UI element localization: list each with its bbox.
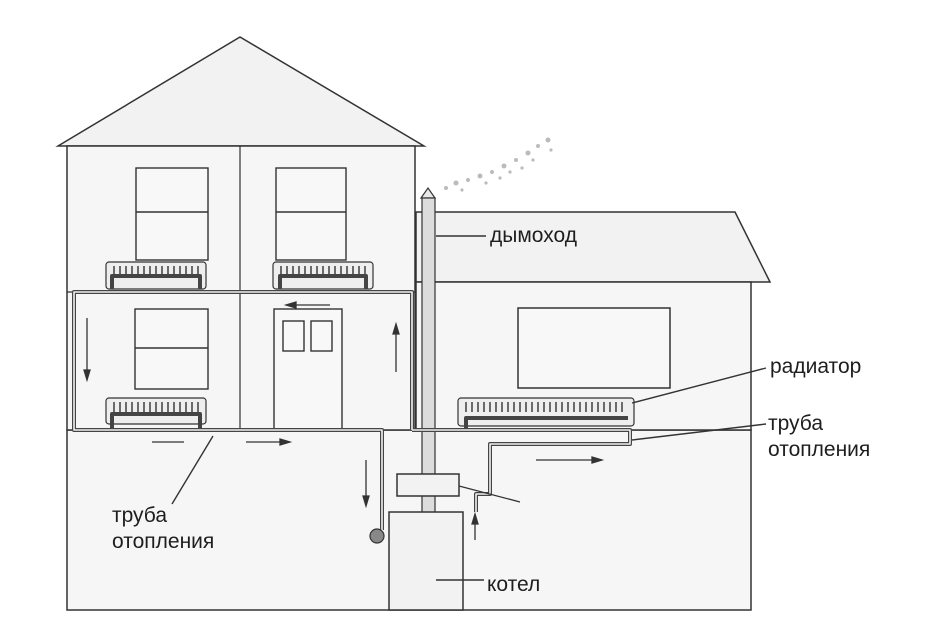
chimney-pipe xyxy=(421,197,436,517)
heating-pipe-label-right: труба отопления xyxy=(768,411,870,463)
chimney-cap xyxy=(419,186,437,199)
radiator-label: радиатор xyxy=(770,355,862,378)
heating-pipe-label-right-line2: отопления xyxy=(768,438,871,461)
main-roof xyxy=(55,36,427,147)
window-lower-left xyxy=(134,308,209,390)
heating-pipe-label-left: труба отопления xyxy=(112,503,214,555)
expansion-tank xyxy=(396,473,460,497)
heating-pipe-label-left-line2: отопления xyxy=(112,530,215,553)
flow-arrows xyxy=(83,301,605,540)
chimney-smoke xyxy=(444,137,553,192)
radiator-leader-line xyxy=(631,367,767,404)
heating-pipe-label-left-line1: труба xyxy=(112,504,168,527)
annex-window xyxy=(517,307,671,389)
pipe-right-leader-line xyxy=(631,423,767,441)
radiator-annex xyxy=(457,397,635,427)
boiler xyxy=(388,511,464,611)
window-upper-left xyxy=(135,167,209,261)
door xyxy=(273,308,343,430)
heating-pipes-inner xyxy=(73,291,631,530)
annex-roof xyxy=(415,211,772,283)
circulation-pump xyxy=(369,528,385,544)
chimney-label: дымоход xyxy=(490,224,577,247)
radiator-lower-left xyxy=(105,397,207,425)
pipe-left-leader-line xyxy=(171,435,214,505)
window-upper-right xyxy=(275,167,347,261)
heating-pipe-label-right-line1: труба xyxy=(768,412,824,435)
tank-connector-line xyxy=(458,485,521,503)
boiler-label: котел xyxy=(487,573,541,596)
